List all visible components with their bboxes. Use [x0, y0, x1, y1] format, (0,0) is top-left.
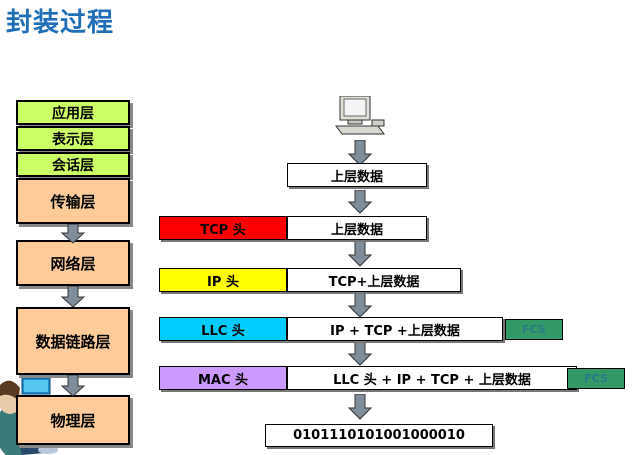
- upper-data-box: 上层数据: [287, 216, 427, 240]
- tcp-segment-box: TCP+上层数据: [287, 268, 461, 292]
- layer-transport: 传输层: [16, 178, 130, 224]
- down-arrow-icon: [60, 224, 86, 244]
- page-title: 封装过程: [6, 8, 115, 38]
- mac-header: MAC 头: [159, 366, 287, 390]
- layer-session: 会话层: [16, 152, 130, 177]
- down-arrow-icon: [347, 340, 373, 366]
- layer-application: 应用层: [16, 100, 130, 125]
- layer-physical: 物理层: [16, 395, 130, 445]
- llc-header: LLC 头: [159, 317, 287, 341]
- computer-icon: [335, 96, 385, 135]
- down-arrow-icon: [60, 375, 86, 397]
- down-arrow-icon: [347, 292, 373, 318]
- down-arrow-icon: [347, 190, 373, 214]
- fcs-trailer: FCS: [505, 319, 563, 340]
- tcp-header: TCP 头: [159, 216, 287, 240]
- bitstream-box: 0101110101001000010: [265, 424, 493, 447]
- layer-datalink: 数据链路层: [16, 307, 130, 375]
- down-arrow-icon: [60, 286, 86, 308]
- fcs-trailer: FCS: [567, 368, 625, 389]
- frame-payload-box: LLC 头 + IP + TCP + 上层数据: [287, 366, 577, 390]
- layer-network: 网络层: [16, 240, 130, 286]
- down-arrow-icon: [347, 394, 373, 420]
- layer-presentation: 表示层: [16, 126, 130, 151]
- ip-packet-box: IP + TCP +上层数据: [287, 317, 503, 341]
- down-arrow-icon: [347, 140, 373, 166]
- down-arrow-icon: [347, 241, 373, 267]
- upper-data-box: 上层数据: [287, 163, 427, 187]
- ip-header: IP 头: [159, 268, 287, 292]
